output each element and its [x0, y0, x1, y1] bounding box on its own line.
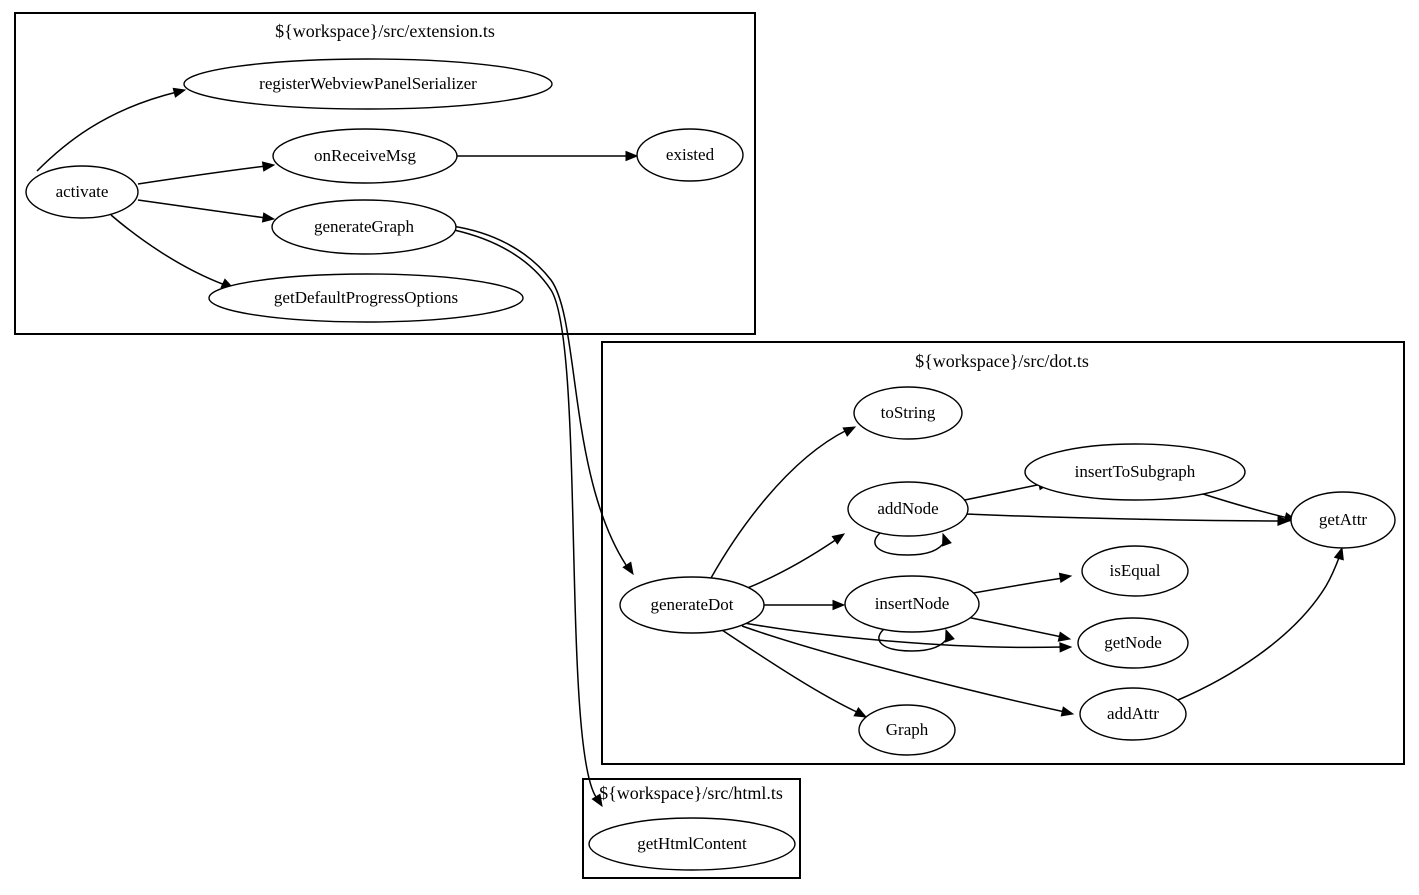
graph-node-addNode[interactable]: addNode: [847, 481, 969, 537]
cluster-box: [14, 12, 756, 335]
edge-arrowhead: [625, 150, 639, 162]
edge-arrowhead: [945, 628, 955, 643]
node-ellipse[interactable]: [636, 128, 744, 182]
graph-node-generateGraph[interactable]: generateGraph: [271, 199, 457, 255]
graph-node-activate[interactable]: activate: [25, 165, 139, 219]
graph-node-registerWebviewPanelSerializer[interactable]: registerWebviewPanelSerializer: [183, 58, 553, 110]
node-label: getNode: [1104, 633, 1162, 652]
node-ellipse[interactable]: [183, 58, 553, 110]
edge-addNode-to-getAttr: [965, 513, 1282, 522]
edge-arrowhead: [1057, 631, 1072, 642]
edge-generateDot-to-addAttr: [741, 625, 1066, 713]
edge-addNode-to-addNode: [874, 532, 946, 556]
cluster-box: [601, 341, 1405, 765]
graph-node-addAttr[interactable]: addAttr: [1079, 687, 1187, 741]
clusters-layer: ${workspace}/src/extension.ts ${workspace…: [14, 12, 1405, 879]
edge-generateDot-to-getNode: [743, 622, 1064, 649]
edge-arrowhead: [853, 706, 868, 718]
node-ellipse[interactable]: [847, 481, 969, 537]
cluster-box: [582, 778, 801, 879]
node-label: isEqual: [1110, 561, 1161, 580]
node-ellipse[interactable]: [1290, 491, 1396, 549]
graph-node-isEqual[interactable]: isEqual: [1081, 545, 1189, 597]
node-label: onReceiveMsg: [314, 146, 416, 165]
edge-generateDot-to-toString: [710, 429, 848, 579]
edge-arrowhead: [942, 532, 952, 547]
edge-insertNode-to-isEqual: [961, 577, 1064, 596]
node-label: getHtmlContent: [637, 834, 747, 853]
edge-arrowhead: [831, 533, 846, 545]
edge-arrowhead: [261, 161, 276, 172]
node-ellipse[interactable]: [1081, 545, 1189, 597]
graph-node-existed[interactable]: existed: [636, 128, 744, 182]
nodes-layer: activate registerWebviewPanelSerializer on…: [25, 58, 1396, 871]
edge-arrowhead: [261, 212, 276, 223]
cluster-label: ${workspace}/src/extension.ts: [275, 21, 495, 41]
edge-activate-to-generateGraph: [137, 199, 267, 219]
node-ellipse[interactable]: [271, 199, 457, 255]
edge-arrowhead: [1060, 706, 1075, 717]
node-ellipse[interactable]: [208, 273, 524, 323]
edge-arrowhead: [1058, 572, 1073, 583]
graph-node-getAttr[interactable]: getAttr: [1290, 491, 1396, 549]
graph-node-Graph[interactable]: Graph: [858, 704, 956, 756]
edge-arrowhead: [842, 426, 857, 437]
node-ellipse[interactable]: [858, 704, 956, 756]
edge-arrowhead: [1059, 642, 1073, 653]
node-label: addAttr: [1107, 704, 1159, 723]
graph-node-getNode[interactable]: getNode: [1077, 617, 1189, 669]
edge-activate-to-registerWebviewPanelSerializer: [36, 91, 178, 172]
edge-arrowhead: [832, 599, 846, 611]
edge-generateDot-to-addNode: [744, 538, 838, 590]
node-ellipse[interactable]: [844, 575, 980, 633]
edge-generateGraph-to-generateDot: [451, 225, 627, 566]
graph-node-getHtmlContent[interactable]: getHtmlContent: [588, 817, 796, 871]
graph-node-insertToSubgraph[interactable]: insertToSubgraph: [1024, 443, 1246, 501]
graph-node-onReceiveMsg[interactable]: onReceiveMsg: [272, 128, 458, 184]
edge-arrowhead: [172, 87, 187, 98]
node-label: activate: [56, 182, 109, 201]
node-label: getAttr: [1319, 510, 1367, 529]
node-ellipse[interactable]: [619, 576, 765, 634]
edge-activate-to-onReceiveMsg: [137, 165, 267, 185]
edge-addNode-to-insertToSubgraph: [959, 483, 1043, 502]
graph-node-insertNode[interactable]: insertNode: [844, 575, 980, 633]
node-ellipse[interactable]: [1077, 617, 1189, 669]
node-ellipse[interactable]: [272, 128, 458, 184]
node-label: generateDot: [650, 595, 733, 614]
node-ellipse[interactable]: [588, 817, 796, 871]
graph-node-toString[interactable]: toString: [853, 386, 963, 440]
node-label: getDefaultProgressOptions: [274, 288, 458, 307]
edge-generateDot-to-Graph: [721, 629, 860, 714]
node-ellipse[interactable]: [1079, 687, 1187, 741]
graph-node-generateDot[interactable]: generateDot: [619, 576, 765, 634]
edge-addAttr-to-getAttr: [1177, 554, 1341, 701]
edge-insertNode-to-getNode: [961, 615, 1063, 638]
cluster-label: ${workspace}/src/dot.ts: [915, 351, 1089, 371]
graph-node-getDefaultProgressOptions[interactable]: getDefaultProgressOptions: [208, 273, 524, 323]
node-label: toString: [881, 403, 936, 422]
edge-arrowhead: [622, 561, 634, 576]
node-label: existed: [666, 145, 715, 164]
edge-arrowhead: [1333, 546, 1344, 561]
edge-activate-to-getDefaultProgressOptions: [110, 214, 226, 286]
edge-insertNode-to-insertNode: [878, 628, 949, 652]
node-label: generateGraph: [314, 217, 415, 236]
node-label: Graph: [886, 720, 929, 739]
cluster-label: ${workspace}/src/html.ts: [599, 783, 783, 803]
node-ellipse[interactable]: [853, 386, 963, 440]
edge-arrowhead: [1277, 515, 1291, 527]
node-ellipse[interactable]: [25, 165, 139, 219]
node-ellipse[interactable]: [1024, 443, 1246, 501]
edge-insertToSubgraph-to-getAttr: [1199, 492, 1289, 519]
node-label: insertToSubgraph: [1075, 462, 1196, 481]
node-label: registerWebviewPanelSerializer: [259, 74, 477, 93]
node-label: addNode: [877, 499, 938, 518]
node-label: insertNode: [875, 594, 950, 613]
edges-layer: [36, 87, 1344, 808]
edge-arrowhead: [591, 793, 603, 808]
edge-generateGraph-to-getHtmlContent: [453, 229, 597, 798]
